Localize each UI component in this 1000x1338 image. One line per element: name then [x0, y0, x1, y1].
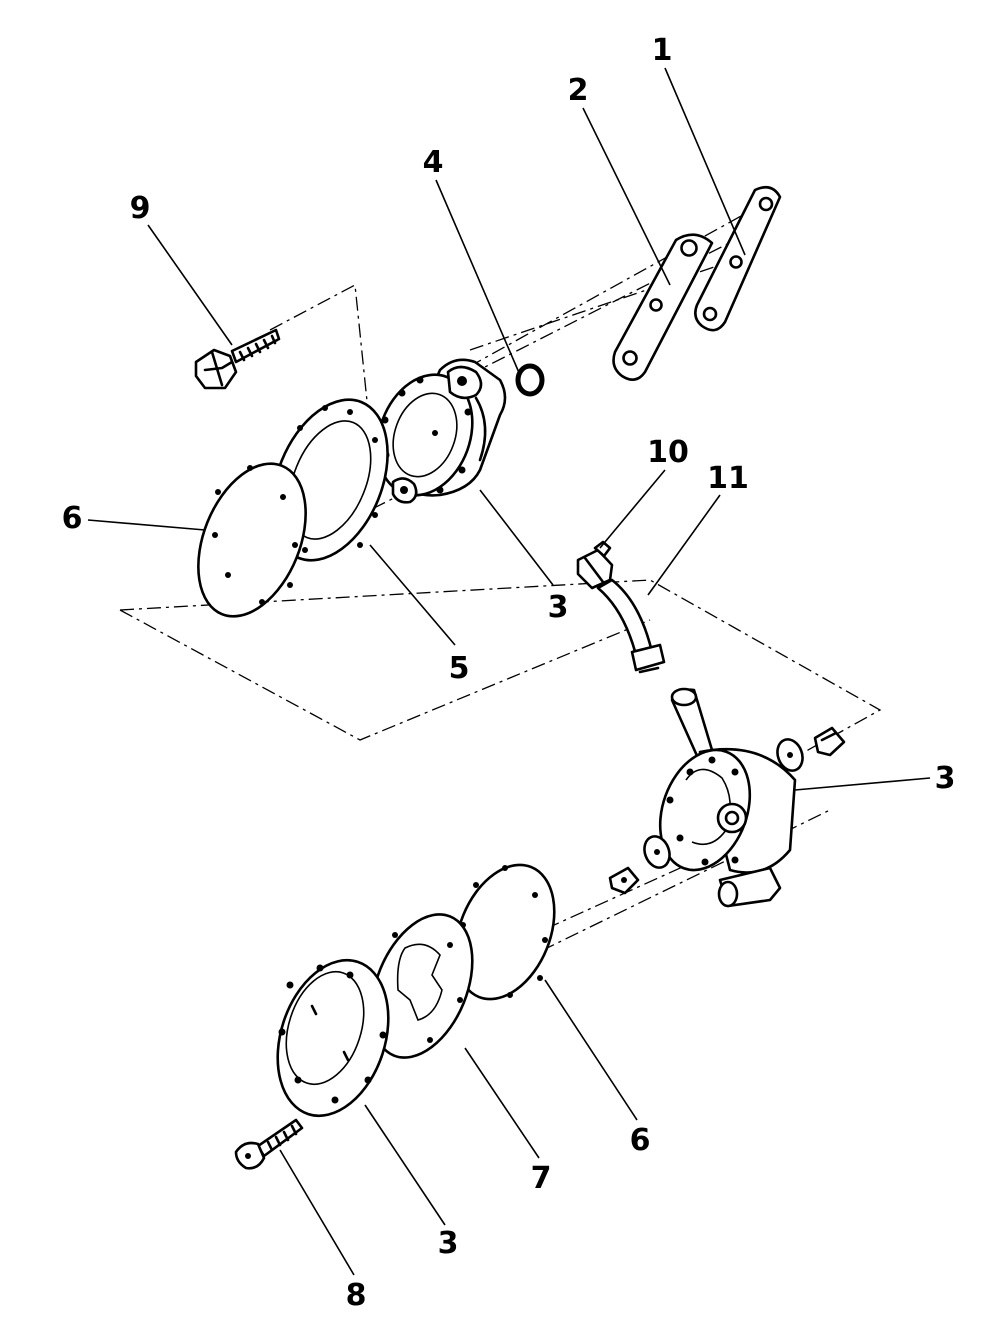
diaphragm-6-upper [197, 462, 307, 618]
link-bar-2 [612, 233, 714, 381]
washer-plug-right [776, 726, 846, 772]
callout-2: 2 [568, 73, 589, 108]
callout-5: 5 [449, 651, 470, 686]
pump-housing-upper [376, 358, 507, 504]
link-bar-1 [694, 185, 782, 332]
fitting-10 [576, 540, 614, 590]
screw-8 [234, 1118, 304, 1170]
callout-11: 11 [707, 461, 749, 496]
callout-3-upper: 3 [548, 590, 569, 625]
callout-1: 1 [652, 33, 673, 68]
o-ring-4 [515, 363, 545, 397]
callout-3-right: 3 [935, 761, 956, 796]
callout-3-lower: 3 [438, 1226, 459, 1261]
callout-10: 10 [647, 435, 689, 470]
callout-8: 8 [346, 1278, 367, 1313]
washer-plug-center [608, 835, 671, 895]
callout-6-lower: 6 [630, 1123, 651, 1158]
leader-lines [87, 67, 931, 1276]
callout-7: 7 [531, 1161, 552, 1196]
callout-9: 9 [130, 191, 151, 226]
hose-11 [596, 578, 666, 674]
callout-4: 4 [423, 145, 444, 180]
callout-labels: 1 2 3 3 3 4 5 6 6 7 8 9 10 11 [62, 33, 956, 1313]
callout-6-upper: 6 [62, 501, 83, 536]
pump-body-lower [658, 687, 797, 908]
cover-plate-3 [276, 958, 390, 1118]
diaphragm-6-lower [454, 863, 556, 1001]
screw-9 [194, 328, 281, 390]
